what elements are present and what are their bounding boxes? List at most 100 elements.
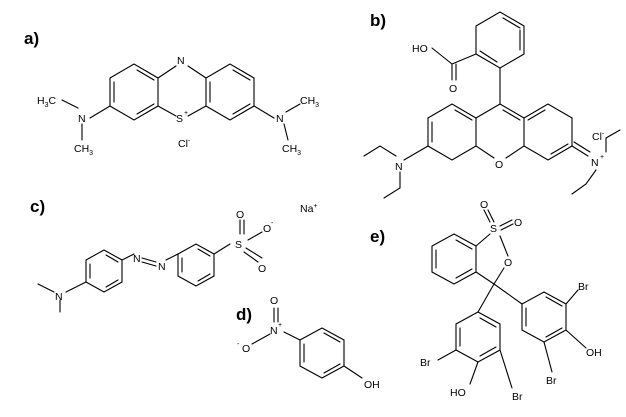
panel-e-bond-27 (565, 329, 587, 349)
panel-d-bond-5 (283, 331, 301, 341)
panel-c-bond-3 (105, 254, 119, 263)
atom-n: N (270, 325, 278, 337)
atom-o-up: O (236, 209, 244, 221)
atom-ho: HO (412, 43, 428, 55)
panel-c-bond-4 (105, 279, 119, 288)
panel-b-bond-5 (451, 53, 477, 65)
atom-n-azo1: N (133, 253, 141, 265)
atom-o-top: O (270, 295, 278, 307)
panel-e-bond-25 (545, 327, 563, 338)
panel-b-bond-20 (363, 145, 397, 157)
panel-a-bond-11 (232, 69, 251, 81)
panel-e-bond-26 (565, 289, 579, 305)
panel-c-bond-16 (213, 243, 231, 255)
panel-a-bond-8 (187, 105, 207, 117)
atom-o-ring: O (504, 257, 512, 269)
counterion-a: Cl- (178, 138, 191, 150)
panel-e-bond-21 (499, 349, 513, 389)
panel-e: e) (370, 199, 602, 403)
panel-c-bond-8 (121, 253, 135, 261)
panel-b-bond-17 (527, 109, 546, 121)
panel-e-bond-10 (487, 209, 495, 223)
panel-e-bond-5 (475, 233, 491, 247)
panel-b-bond-11 (499, 103, 525, 159)
atom-o-minus: O (242, 343, 250, 355)
panel-c-bond-10 (141, 261, 157, 267)
atom-s: S (235, 239, 242, 251)
panel-a-bond-4 (136, 103, 155, 115)
panel-e-bonds (431, 209, 587, 389)
panel-e-bond-13 (477, 283, 495, 313)
atom-s: S (490, 223, 497, 235)
panel-a-bond-6 (187, 65, 207, 79)
panel-b-bond-24 (605, 129, 621, 153)
panel-d-label: d) (236, 305, 252, 324)
panel-c-bond-6 (37, 283, 55, 293)
panel-d: d) O N + - O OH (236, 295, 380, 391)
atom-br-2: Br (512, 391, 523, 403)
panel-d-bond-3 (323, 332, 341, 343)
atom-n-amine: N (55, 291, 63, 303)
panel-a-atoms: N S + N N H3C CH3 CH3 CH3 Cl- (37, 55, 319, 157)
panel-a-bond-3 (136, 69, 155, 81)
panel-c-label: c) (30, 197, 45, 216)
panel-c: c) (30, 197, 318, 313)
panel-e-bond-3 (455, 239, 473, 250)
atom-br-3: Br (578, 281, 589, 293)
panel-c-bond-14 (197, 248, 211, 257)
atom-s-charge: + (184, 110, 188, 117)
atom-n-azo2: N (158, 261, 166, 273)
panel-d-atoms: O N + - O OH (237, 295, 380, 391)
panel-b-bond-21 (383, 171, 401, 199)
panel-b-label: b) (370, 11, 386, 30)
atom-o-right: O (514, 217, 522, 229)
panel-e-bond-28 (543, 341, 553, 373)
panel-b-bond-16 (523, 103, 573, 161)
label-ch3-right-bottom: CH3 (282, 143, 301, 157)
label-ch3-right-top: CH3 (300, 95, 319, 109)
panel-e-bond-19 (437, 349, 457, 361)
atom-o-ring: O (495, 159, 503, 171)
panel-c-bonds (37, 219, 263, 313)
atom-o-charge: - (271, 220, 274, 227)
panel-a-bonds (61, 63, 301, 141)
panel-a: a) N S (24, 29, 319, 157)
panel-b-bond-3 (479, 50, 498, 63)
panel-a-bond-13 (89, 105, 111, 119)
atom-o-charge: - (237, 341, 240, 348)
panel-b-bond-19 (403, 145, 429, 161)
panel-c-bond-20 (245, 247, 263, 259)
panel-e-bond-18 (479, 346, 497, 357)
atom-s-plus: S (176, 113, 183, 125)
panel-b-bond-6 (431, 47, 453, 65)
panel-c-bond-5 (65, 281, 87, 293)
panel-a-bond-7 (157, 105, 177, 117)
panel-a-bond-17 (285, 103, 301, 113)
panel-a-bond-5 (157, 65, 177, 79)
panel-c-atoms: N N N S O O - O Na+ (55, 203, 318, 303)
panel-c-bond-11 (165, 253, 179, 261)
panel-e-bond-20 (469, 361, 479, 385)
panel-c-bond-19 (247, 231, 263, 241)
panel-e-bond-12 (500, 223, 514, 231)
panel-a-bond-16 (253, 105, 275, 119)
panel-b-bond-25 (571, 169, 597, 195)
atom-n-charge: + (278, 322, 282, 329)
atom-n-charge: + (600, 154, 604, 161)
panel-e-bond-8 (475, 271, 495, 285)
atom-o-down: O (258, 263, 266, 275)
panel-e-bond-7 (493, 267, 505, 285)
label-h3c-left: H3C (37, 95, 57, 109)
panel-a-bond-1 (109, 63, 159, 121)
panel-b-bond-12 (502, 109, 521, 121)
panel-b-bond-13 (427, 103, 477, 161)
panel-b-bond-18 (550, 143, 569, 155)
atom-o-carbonyl: O (449, 83, 457, 95)
counterion-c: Na+ (300, 203, 318, 215)
panel-c-bond-12 (177, 243, 215, 287)
panel-c-bond-21 (243, 251, 259, 263)
panel-b-bond-22 (571, 145, 589, 157)
counterion-b: Cl- (592, 131, 605, 143)
panel-e-bond-24 (545, 296, 563, 307)
